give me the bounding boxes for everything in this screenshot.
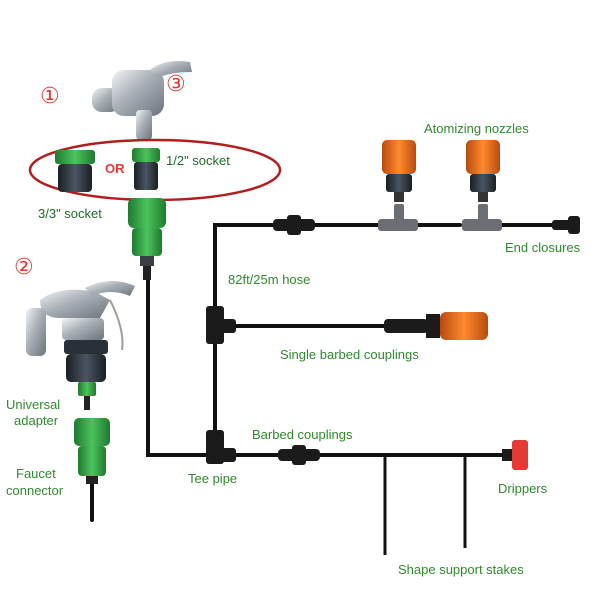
or-label: OR	[105, 161, 125, 176]
atomizing-nozzle-2	[462, 140, 502, 231]
tee-pipe-label: Tee pipe	[188, 471, 238, 486]
riser-hose-upper	[213, 223, 278, 312]
half-inch-socket-label: 1/2" socket	[166, 153, 230, 168]
tee-pipe-middle	[206, 306, 236, 344]
marker-2: ②	[14, 255, 34, 280]
main-faucet-connector	[128, 198, 166, 280]
end-closures-label: End closures	[505, 240, 581, 255]
barbed-coupling-top	[273, 215, 315, 235]
end-closure	[552, 216, 580, 234]
dripper	[502, 440, 528, 470]
single-barbed-label: Single barbed couplings	[280, 347, 419, 362]
universal-adapter-label-2: adapter	[14, 413, 59, 428]
tee-pipe-bottom	[206, 430, 236, 464]
marker-1: ①	[40, 84, 60, 109]
socket-half-inch	[132, 148, 160, 190]
barbed-couplings-label: Barbed couplings	[252, 427, 353, 442]
marker-3: ③	[166, 72, 186, 97]
single-barbed-coupling	[384, 312, 488, 340]
faucet-top	[92, 61, 192, 140]
atomizing-nozzle-1	[378, 140, 418, 231]
drippers-label: Drippers	[498, 481, 548, 496]
socket-3-3	[55, 150, 95, 192]
faucet-connector	[74, 418, 110, 484]
faucet-universal	[26, 280, 135, 410]
main-hose-vertical	[146, 278, 217, 457]
hose-label: 82ft/25m hose	[228, 272, 311, 287]
support-stakes	[383, 455, 467, 555]
support-stakes-label: Shape support stakes	[398, 562, 524, 577]
hose-lines	[90, 223, 557, 522]
atomizing-nozzles-label: Atomizing nozzles	[424, 121, 529, 136]
universal-adapter-label-1: Universal	[6, 397, 61, 412]
faucet-connector-label-2: connector	[6, 483, 64, 498]
barbed-coupling-bottom	[278, 445, 320, 465]
three-thirds-socket-label: 3/3" socket	[38, 206, 102, 221]
faucet-connector-label-1: Faucet	[16, 466, 56, 481]
